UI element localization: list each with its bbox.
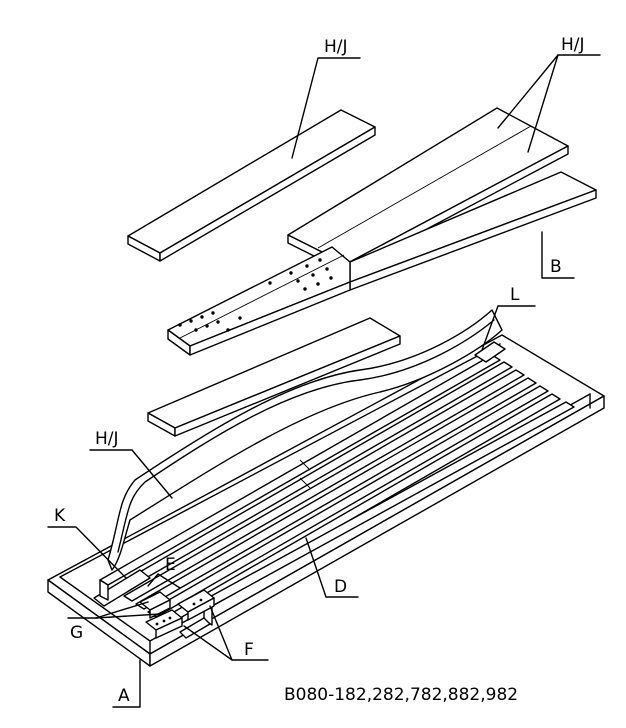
label-e: E (165, 555, 176, 575)
rails-d (99, 354, 575, 626)
label-f: F (244, 640, 254, 660)
label-l: L (510, 285, 520, 305)
board-perforated (167, 246, 351, 356)
board-hj-top-left (127, 109, 376, 262)
perforation-holes (178, 258, 333, 332)
leader-lines (47, 54, 601, 708)
label-a: A (118, 686, 130, 706)
board-loose (147, 317, 401, 437)
label-b: B (550, 257, 562, 277)
label-hj-top-left: H/J (324, 37, 348, 57)
figure-caption: B080-182,282,782,882,982 (284, 685, 518, 705)
label-hj-middle: H/J (95, 429, 119, 449)
label-hj-top-right: H/J (561, 35, 585, 55)
part-labels: H/J H/J B L H/J K E G D F A (54, 35, 585, 706)
label-g: G (70, 623, 83, 643)
small-parts (93, 569, 215, 639)
curved-sheet (107, 309, 506, 571)
label-d: D (334, 577, 347, 597)
label-k: K (54, 506, 66, 526)
